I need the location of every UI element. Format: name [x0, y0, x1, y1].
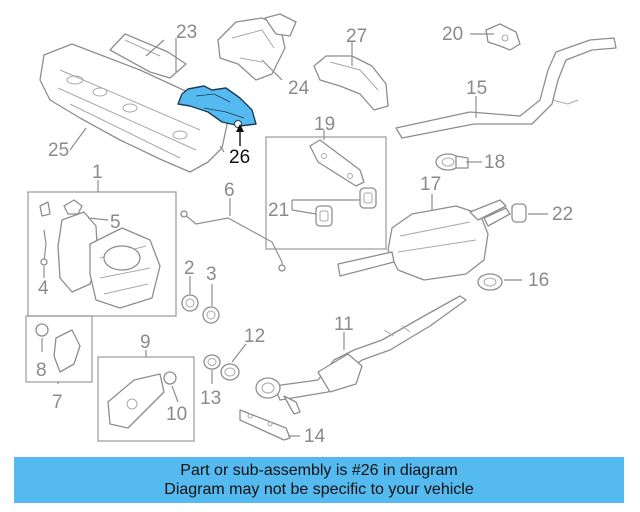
callout-6: 6: [224, 180, 235, 201]
group-box-1: [27, 191, 177, 317]
callout-12: 12: [244, 326, 265, 347]
callout-21: 21: [268, 200, 289, 221]
part-22-rubber-mount: [511, 203, 527, 223]
callout-15: 15: [466, 78, 487, 99]
part-2-gasket: [181, 294, 199, 312]
callout-4: 4: [38, 278, 49, 299]
callout-18: 18: [484, 152, 505, 173]
callout-9: 9: [140, 332, 151, 353]
callout-25: 25: [48, 140, 69, 161]
part-17-rear-muffler: [337, 199, 511, 281]
callout-22: 22: [552, 204, 573, 225]
part-1-converter-assembly: [57, 211, 161, 309]
callout-13: 13: [200, 388, 221, 409]
callout-3: 3: [206, 264, 217, 285]
callout-20: 20: [442, 24, 463, 45]
callout-26: 26: [229, 147, 250, 168]
part-3-gasket: [202, 306, 220, 324]
part-25-crossmember: [39, 43, 229, 173]
part-10-bolt: [163, 371, 177, 385]
callout-23: 23: [176, 22, 197, 43]
callout-labels: 23 24 27 20 15 25 26 19 18 17 21 22 16 1…: [36, 22, 573, 447]
part-24-heat-shield: [217, 13, 297, 81]
part-21-rubber-mount: [315, 187, 377, 227]
callout-11: 11: [334, 314, 354, 335]
callout-1: 1: [92, 162, 103, 183]
callout-19: 19: [314, 114, 335, 135]
part-12-gasket: [220, 363, 240, 381]
part-8-mount-bolt: [35, 323, 81, 373]
part-16-clamp: [477, 273, 503, 291]
part-5-heat-shield: [63, 199, 83, 215]
part-11-front-pipe: [255, 295, 467, 415]
part-26-heat-shield-highlighted: [177, 85, 257, 128]
leader-lines: [41, 33, 548, 437]
banner-line-disclaimer: Diagram may not be specific to your vehi…: [164, 481, 474, 498]
exhaust-parts-diagram: 23 24 27 20 15 25 26 19 18 17 21 22 16 1…: [25, 13, 617, 447]
callout-24: 24: [288, 78, 310, 99]
callout-16: 16: [528, 270, 549, 291]
part-23-heat-shield: [109, 33, 187, 79]
callout-2: 2: [184, 258, 195, 279]
callout-10: 10: [166, 404, 187, 425]
part-20-hanger-bracket: [485, 23, 521, 51]
callout-5: 5: [110, 212, 121, 233]
part-4-sensor: [39, 201, 51, 266]
callout-17: 17: [420, 174, 441, 195]
part-13-gasket: [203, 354, 221, 370]
part-6-pipe: [180, 210, 286, 272]
leader-26-arrow: [236, 124, 244, 146]
part-27-heat-shield: [313, 55, 389, 111]
callout-8: 8: [36, 360, 47, 381]
callout-14: 14: [304, 426, 326, 447]
part-18-clamp: [435, 153, 469, 171]
group-box-7: [25, 315, 93, 383]
callout-27: 27: [346, 26, 367, 47]
part-9-bracket: [107, 373, 165, 429]
part-15-tail-pipe: [395, 37, 617, 139]
callout-7: 7: [52, 392, 63, 413]
part-14-bracket: [239, 409, 291, 441]
info-banner: Part or sub-assembly is #26 in diagram D…: [14, 457, 624, 503]
part-19-bracket: [309, 139, 365, 187]
banner-line-part-info: Part or sub-assembly is #26 in diagram: [180, 462, 458, 479]
group-box-19: [265, 136, 387, 250]
